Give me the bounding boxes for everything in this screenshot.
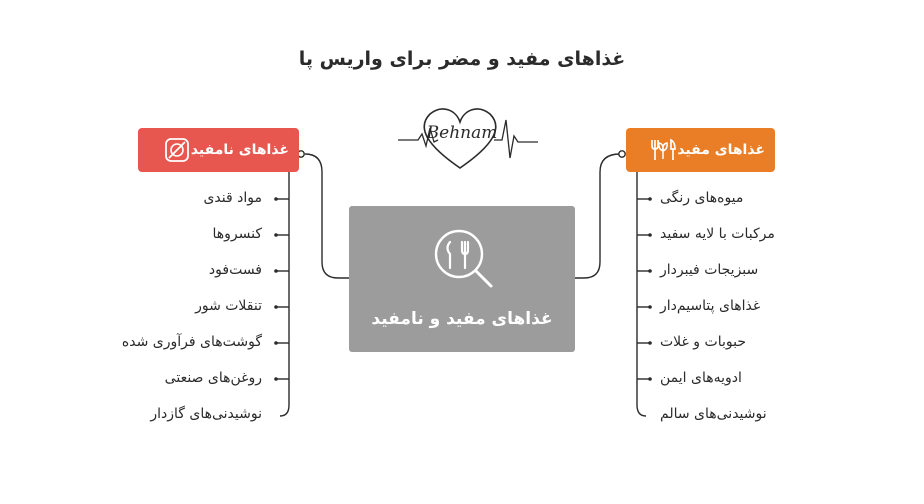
unhealthy-item: کنسروها (212, 226, 262, 242)
center-label: غذاهای مفید و نامفید (371, 309, 553, 329)
badge-label: غذاهای مفید (677, 142, 765, 158)
branch-dot (274, 197, 278, 201)
healthy-item: حبوبات و غلات (660, 334, 746, 350)
branch-dot (274, 233, 278, 237)
branch-dot (274, 377, 278, 381)
healthy-item: غذاهای پتاسیم‌دار (660, 298, 761, 314)
healthy-item: میوه‌های رنگی (660, 190, 744, 206)
branch-dot (648, 341, 652, 345)
healthy-item: ادویه‌های ایمن (660, 370, 742, 386)
healthy-item: نوشیدنی‌های سالم (660, 406, 767, 422)
unhealthy-item: فست‌فود (208, 262, 262, 278)
badge-label: غذاهای نامفید (190, 142, 289, 158)
page-title: غذاهای مفید و مضر برای واریس پا (298, 48, 626, 70)
branch-dot (648, 305, 652, 309)
unhealthy-item: تنقلات شور (195, 298, 262, 314)
healthy-item: مرکبات با لایه سفید (660, 226, 775, 242)
heart-logo: Behnam (398, 108, 538, 169)
unhealthy-foods-badge: غذاهای نامفید (138, 128, 299, 172)
branch-dot (648, 197, 652, 201)
branch-dot (274, 269, 278, 273)
center-topic-box: غذاهای مفید و نامفید (349, 206, 575, 352)
healthy-foods-badge: غذاهای مفید (626, 128, 775, 172)
healthy-food-icon (649, 136, 677, 164)
logo-text: Behnam (426, 123, 498, 143)
healthy-item: سبزیجات فیبردار (660, 262, 759, 278)
unhealthy-item: مواد قندی (203, 190, 262, 206)
unhealthy-item: نوشیدنی‌های گازدار (150, 406, 262, 422)
unhealthy-item: روغن‌های صنعتی (164, 370, 262, 386)
branch-dot (274, 305, 278, 309)
branch-dot (274, 341, 278, 345)
unhealthy-item: گوشت‌های فرآوری شده (121, 334, 262, 350)
no-food-icon (163, 136, 191, 164)
branch-dot (648, 233, 652, 237)
branch-dot (648, 377, 652, 381)
utensils-search-icon (434, 229, 493, 288)
branch-dot (648, 269, 652, 273)
